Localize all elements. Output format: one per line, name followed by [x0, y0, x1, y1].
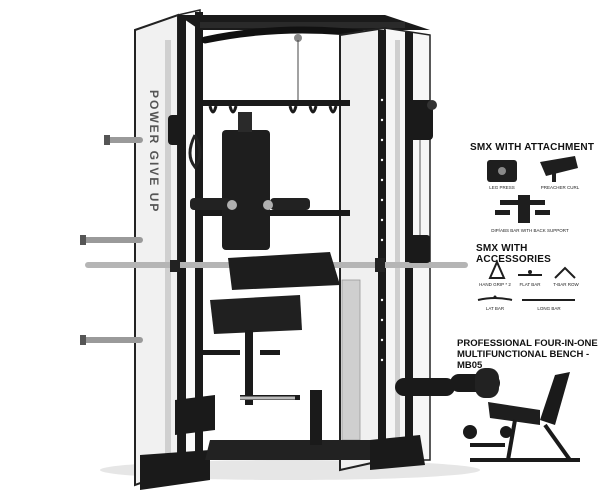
- frame-lettering: POWER GIVE UP: [147, 90, 161, 213]
- caption-preacher-curl: PREACHER CURL: [540, 185, 580, 190]
- accessories-heading: SMX WITH ACCESSORIES: [476, 243, 551, 265]
- bench-title-line1: PROFESSIONAL FOUR-IN-ONE: [457, 338, 598, 349]
- caption-lat-bar: LAT BAR: [485, 306, 505, 311]
- bench-title: PROFESSIONAL FOUR-IN-ONE MULTIFUNCTIONAL…: [457, 338, 600, 371]
- caption-hand-grip: HAND GRIP * 2: [479, 282, 511, 287]
- caption-t-bar-row: T-BAR ROW: [553, 282, 579, 287]
- bench-title-line2: MULTIFUNCTIONAL BENCH - MB05: [457, 349, 590, 371]
- attachment-heading: SMX WITH ATTACHMENT: [470, 142, 595, 153]
- caption-flat-bar: FLAT BAR: [519, 282, 541, 287]
- caption-long-bar: LONG BAR: [537, 306, 561, 311]
- caption-leg-press: LEG PRESS: [489, 185, 515, 190]
- caption-dip-bar: DIP/ABS BAR WITH BACK SUPPORT: [491, 228, 569, 233]
